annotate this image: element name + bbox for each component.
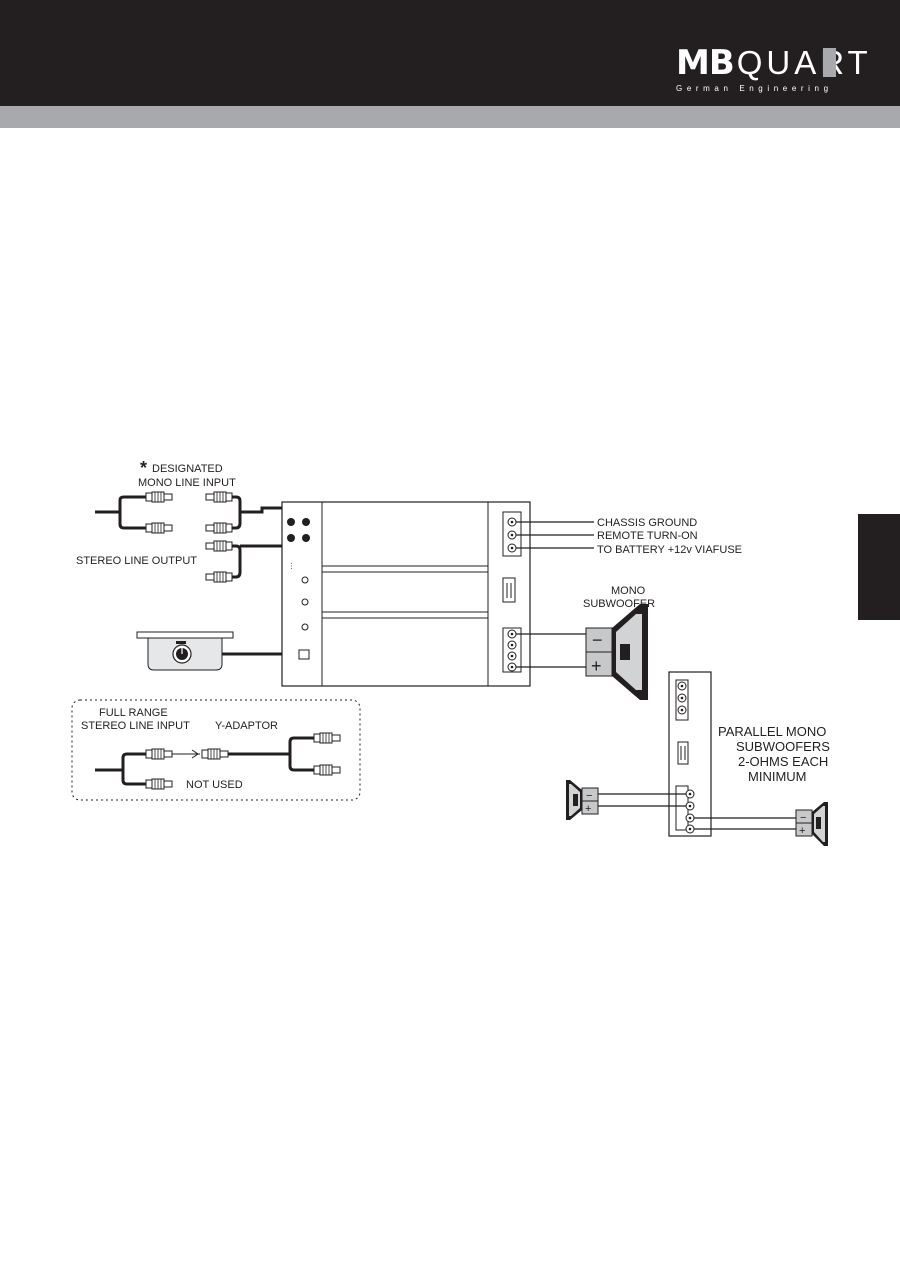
parallel-label-3: 2-OHMS EACH bbox=[738, 754, 828, 769]
ground-terminal bbox=[507, 517, 517, 527]
not-used-label: NOT USED bbox=[186, 779, 243, 791]
mono-sub-label-1: MONO bbox=[611, 585, 646, 597]
rca-plug-2 bbox=[145, 522, 173, 534]
rca-plug-1 bbox=[145, 491, 173, 503]
logo-gray-block bbox=[823, 48, 836, 77]
side-terminal-1 bbox=[677, 681, 687, 691]
side-spk-terminal-2 bbox=[685, 801, 695, 811]
designated-label-1: DESIGNATED bbox=[152, 463, 223, 475]
parallel-subwoofer-left bbox=[566, 780, 599, 820]
speaker-terminal-3 bbox=[507, 651, 517, 661]
y-rca-2 bbox=[145, 778, 173, 790]
amplifier-body: ··· bbox=[281, 501, 531, 687]
speaker-terminal-2 bbox=[507, 640, 517, 650]
mono-sub-minus: − bbox=[592, 630, 603, 650]
logo-quart: QUART bbox=[736, 44, 872, 81]
side-spk-terminal-3 bbox=[685, 813, 695, 823]
parallel-label-4: MINIMUM bbox=[748, 769, 807, 784]
logo-mb: MB bbox=[676, 43, 735, 83]
battery-label: TO BATTERY +12v VIAFUSE bbox=[597, 544, 742, 556]
remote-turn-on-label: REMOTE TURN-ON bbox=[597, 530, 698, 542]
designated-label-2: MONO LINE INPUT bbox=[138, 477, 236, 489]
logo-tagline: German Engineering bbox=[676, 84, 833, 93]
side-terminal-3 bbox=[677, 705, 687, 715]
side-section-tab bbox=[858, 514, 900, 620]
side-terminal-2 bbox=[677, 693, 687, 703]
right-sub-minus: − bbox=[800, 812, 806, 824]
chassis-ground-label: CHASSIS GROUND bbox=[597, 517, 697, 529]
mono-sub-plus: + bbox=[591, 656, 602, 676]
designated-mark: * bbox=[140, 458, 147, 478]
side-spk-terminal-1 bbox=[685, 789, 695, 799]
header-subbar bbox=[0, 106, 900, 128]
remote-bass-knob bbox=[136, 631, 234, 671]
parallel-subwoofer-right bbox=[795, 802, 828, 846]
rca-plug-3 bbox=[205, 491, 233, 503]
right-sub-plus: + bbox=[799, 825, 805, 837]
sub-wires bbox=[516, 633, 586, 668]
battery-terminal bbox=[507, 543, 517, 553]
arrow-icon bbox=[191, 749, 199, 759]
svg-text:···: ··· bbox=[287, 562, 296, 570]
rca-plug-5 bbox=[205, 540, 233, 552]
speaker-terminal-4 bbox=[507, 662, 517, 672]
side-spk-terminal-4 bbox=[685, 824, 695, 834]
y-rca-3 bbox=[201, 748, 229, 760]
y-rca-4 bbox=[313, 732, 341, 744]
full-range-label-1: FULL RANGE bbox=[99, 707, 168, 719]
amplifier-side-panel bbox=[668, 671, 712, 837]
mono-subwoofer bbox=[585, 604, 648, 700]
rca-plug-6 bbox=[205, 571, 233, 583]
y-adaptor-box bbox=[71, 699, 361, 801]
page-header bbox=[0, 0, 900, 106]
power-wires bbox=[516, 521, 594, 549]
left-sub-plus: + bbox=[585, 803, 591, 815]
left-sub-minus: − bbox=[586, 790, 592, 802]
rca-plug-4 bbox=[205, 522, 233, 534]
stereo-line-output-label: STEREO LINE OUTPUT bbox=[76, 555, 197, 567]
parallel-label-2: SUBWOOFERS bbox=[736, 739, 830, 754]
y-adaptor-cables bbox=[95, 736, 314, 786]
y-rca-1 bbox=[145, 748, 173, 760]
parallel-wires bbox=[598, 793, 796, 830]
full-range-label-2: STEREO LINE INPUT bbox=[81, 720, 190, 732]
remote-terminal bbox=[507, 530, 517, 540]
y-rca-5 bbox=[313, 764, 341, 776]
y-adaptor-label: Y-ADAPTOR bbox=[215, 720, 278, 732]
speaker-terminal-1 bbox=[507, 629, 517, 639]
parallel-label-1: PARALLEL MONO bbox=[718, 724, 826, 739]
logo-wordmark: MBQUART bbox=[676, 46, 872, 80]
